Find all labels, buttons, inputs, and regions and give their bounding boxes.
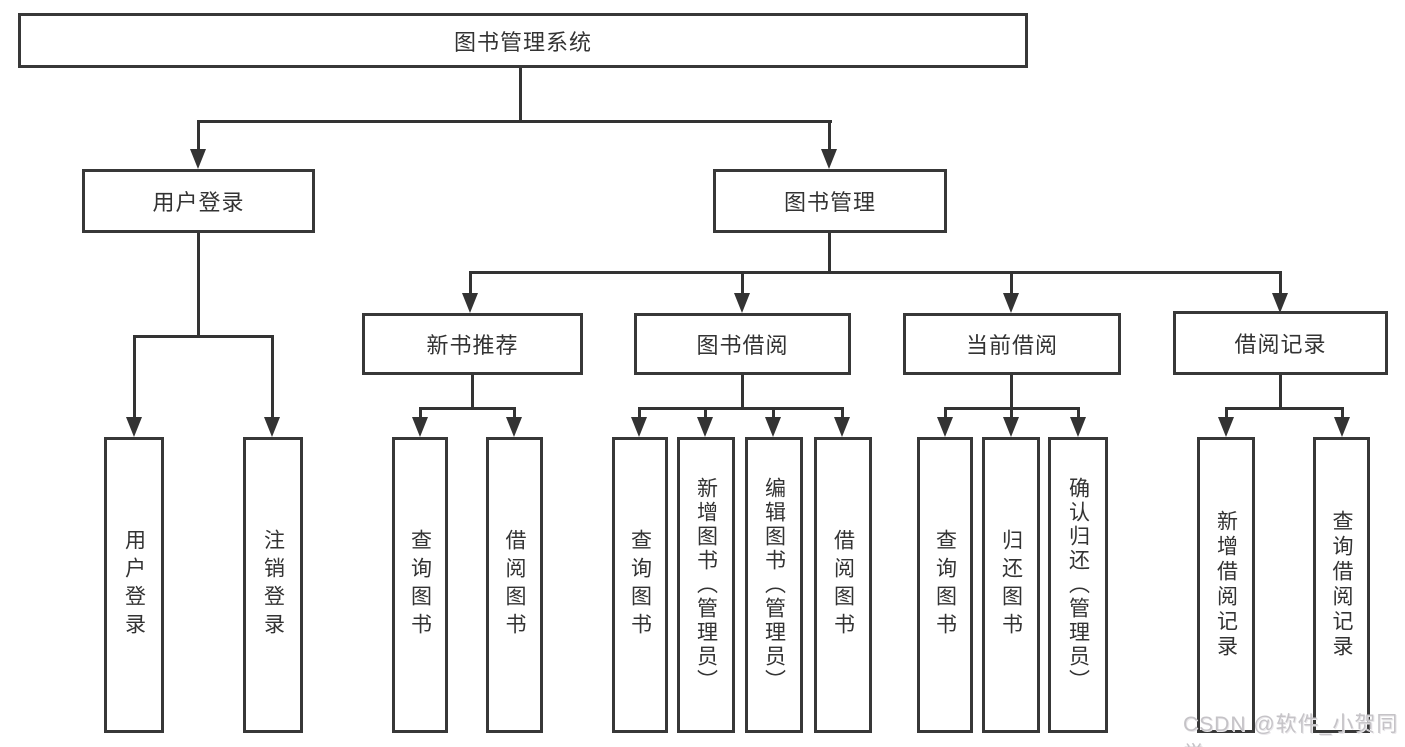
- connector-line: [828, 120, 831, 151]
- node-borrow-record: 借阅记录: [1173, 311, 1388, 375]
- connector-line: [469, 271, 1282, 274]
- connector-line: [704, 407, 707, 420]
- connector-line: [471, 375, 474, 410]
- connector-line: [828, 233, 831, 274]
- connector-line: [1010, 407, 1013, 420]
- connector-line: [1010, 271, 1013, 295]
- leaf-return-book: 归还图书: [982, 437, 1040, 733]
- connector-line: [638, 407, 844, 410]
- connector-line: [197, 120, 832, 123]
- leaf-query-book-2: 查询图书: [612, 437, 668, 733]
- leaf-add-book-admin: 新增图书（管理员）: [677, 437, 735, 733]
- leaf-logout: 注销登录: [243, 437, 303, 733]
- arrow-down-icon: [765, 417, 781, 437]
- arrow-down-icon: [1334, 417, 1350, 437]
- arrow-down-icon: [462, 293, 478, 313]
- arrow-down-icon: [1070, 417, 1086, 437]
- leaf-edit-book-admin: 编辑图书（管理员）: [745, 437, 803, 733]
- arrow-down-icon: [1003, 293, 1019, 313]
- connector-line: [1341, 407, 1344, 420]
- node-new-book-rec: 新书推荐: [362, 313, 583, 375]
- arrow-down-icon: [821, 149, 837, 169]
- connector-line: [1077, 407, 1080, 420]
- connector-line: [133, 335, 274, 338]
- connector-line: [741, 375, 744, 410]
- connector-line: [519, 68, 522, 120]
- leaf-add-borrow-record: 新增借阅记录: [1197, 437, 1255, 733]
- node-root: 图书管理系统: [18, 13, 1028, 68]
- arrow-down-icon: [937, 417, 953, 437]
- connector-line: [772, 407, 775, 420]
- arrow-down-icon: [697, 417, 713, 437]
- arrow-down-icon: [734, 293, 750, 313]
- arrow-down-icon: [506, 417, 522, 437]
- arrow-down-icon: [1272, 293, 1288, 313]
- connector-line: [1225, 407, 1228, 420]
- connector-line: [197, 233, 200, 337]
- connector-line: [841, 407, 844, 420]
- leaf-borrow-book-2: 借阅图书: [814, 437, 872, 733]
- connector-line: [469, 271, 472, 295]
- connector-line: [271, 335, 274, 419]
- connector-line: [419, 407, 516, 410]
- leaf-query-book-1: 查询图书: [392, 437, 448, 733]
- arrow-down-icon: [631, 417, 647, 437]
- leaf-query-book-3: 查询图书: [917, 437, 973, 733]
- connector-line: [1279, 271, 1282, 295]
- node-current-borrow: 当前借阅: [903, 313, 1121, 375]
- connector-line: [741, 271, 744, 295]
- leaf-borrow-book-1: 借阅图书: [486, 437, 543, 733]
- connector-line: [1010, 375, 1013, 410]
- watermark: CSDN @软件_小贺同学: [1183, 713, 1399, 747]
- arrow-down-icon: [834, 417, 850, 437]
- arrow-down-icon: [1003, 417, 1019, 437]
- arrow-down-icon: [264, 417, 280, 437]
- connector-line: [638, 407, 641, 420]
- connector-line: [197, 120, 200, 151]
- connector-line: [944, 407, 947, 420]
- node-user-login: 用户登录: [82, 169, 315, 233]
- leaf-user-login: 用户登录: [104, 437, 164, 733]
- node-book-mgmt: 图书管理: [713, 169, 947, 233]
- connector-line: [133, 335, 136, 419]
- node-book-borrow: 图书借阅: [634, 313, 851, 375]
- leaf-query-borrow-record: 查询借阅记录: [1313, 437, 1370, 733]
- connector-line: [1279, 375, 1282, 410]
- connector-line: [1225, 407, 1344, 410]
- connector-line: [419, 407, 422, 420]
- arrow-down-icon: [190, 149, 206, 169]
- leaf-confirm-return-admin: 确认归还（管理员）: [1048, 437, 1108, 733]
- connector-line: [513, 407, 516, 420]
- arrow-down-icon: [412, 417, 428, 437]
- arrow-down-icon: [126, 417, 142, 437]
- arrow-down-icon: [1218, 417, 1234, 437]
